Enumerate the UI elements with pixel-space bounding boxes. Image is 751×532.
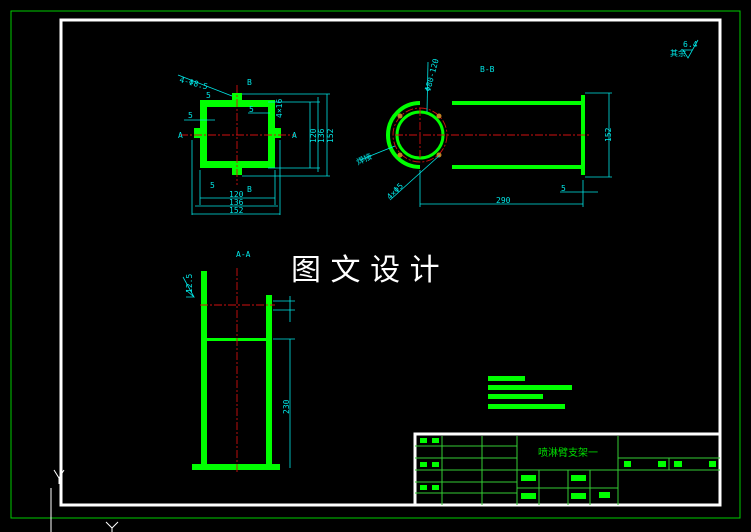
drawing-name: 喷淋臂支架一 <box>538 446 598 459</box>
dim-height-152: 152 <box>604 127 613 142</box>
view-title-bb: B-B <box>480 65 495 74</box>
roughness-note: 其余 <box>670 48 686 58</box>
roughness-value: 6.4 <box>683 40 698 49</box>
section-mark-a-right: A <box>292 131 297 140</box>
weld-note: 焊接 <box>355 151 374 167</box>
section-mark-b-bottom: B <box>247 185 252 194</box>
dim-4x16: 4×16 <box>275 99 284 118</box>
dim-height-120: 120 <box>309 128 318 143</box>
roughness-symbol-general: 6.4 其余 <box>670 39 699 59</box>
dim-length-290: 290 <box>496 196 511 205</box>
hole-note: 4-Φ8.5 <box>178 75 208 91</box>
dim-5: 5 <box>206 91 211 100</box>
dim-height-152: 152 <box>326 128 335 143</box>
dim-thickness-5: 5 <box>561 184 566 193</box>
hole-note: 4×Φ5 <box>385 181 405 201</box>
inner-border <box>59 18 722 507</box>
roughness-value: 12.5 <box>185 274 194 293</box>
dim-5: 5 <box>249 105 254 114</box>
section-mark-a-left: A <box>178 131 183 140</box>
dim-5: 5 <box>188 111 193 120</box>
section-view-aa: A-A 12.5 230 <box>182 250 295 472</box>
title-block: 喷淋臂支架一 <box>413 432 722 507</box>
outer-border <box>10 10 741 519</box>
view-title-aa: A-A <box>236 250 251 259</box>
section-view-bb: B-B Φ80-120 焊接 4×Φ5 290 152 5 <box>355 57 613 207</box>
dim-width-120: 120 <box>229 190 244 199</box>
dim-height-136: 136 <box>317 128 326 143</box>
circle-note: Φ80-120 <box>423 57 440 92</box>
ucs-icon <box>50 469 119 532</box>
dim-width-152: 152 <box>229 206 244 215</box>
dim-height-230: 230 <box>282 399 291 414</box>
square-tube-section <box>194 93 281 175</box>
watermark: 图 文 设 计 <box>291 253 440 288</box>
top-view: 4-Φ8.5 B B A A 5 5 5 5 4×16 120 136 152 … <box>177 74 335 215</box>
section-mark-b-top: B <box>247 78 252 87</box>
dim-5: 5 <box>210 181 215 190</box>
technical-notes <box>488 376 572 409</box>
dim-width-136: 136 <box>229 198 244 207</box>
